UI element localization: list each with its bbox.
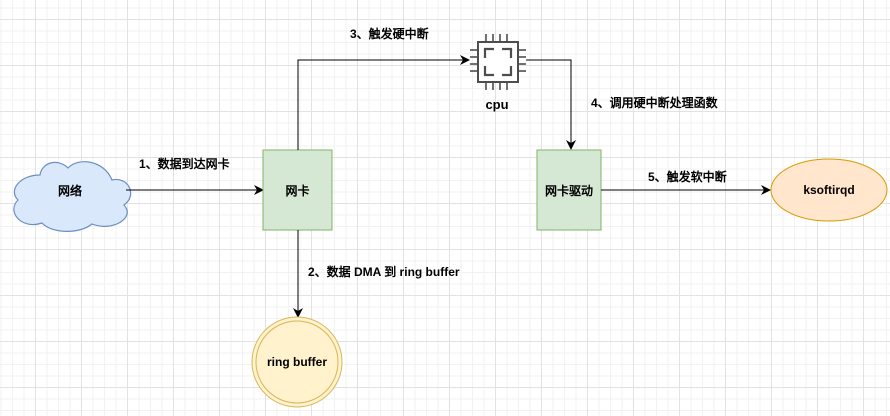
nic-label: 网卡 bbox=[285, 183, 310, 198]
edge-step5-label: 5、触发软中断 bbox=[648, 170, 727, 184]
edge-step2-label: 2、数据 DMA 到 ring buffer bbox=[308, 265, 460, 279]
network-cloud[interactable] bbox=[13, 161, 132, 232]
nic-box[interactable] bbox=[262, 149, 333, 231]
ksoftirqd-ellipse[interactable] bbox=[770, 158, 888, 222]
network-label: 网络 bbox=[57, 183, 82, 198]
ksoftirqd-label: ksoftirqd bbox=[803, 183, 855, 197]
edge-step4[interactable] bbox=[526, 59, 576, 150]
nic-driver-label: 网卡驱动 bbox=[544, 183, 593, 198]
edge-step3-label: 3、触发硬中断 bbox=[350, 27, 429, 41]
edge-step3[interactable] bbox=[297, 55, 470, 150]
cpu-label: cpu bbox=[485, 96, 509, 112]
edge-step4-label: 4、调用硬中断处理函数 bbox=[591, 96, 718, 110]
cpu-icon[interactable] bbox=[470, 34, 526, 90]
nic-driver-box[interactable] bbox=[536, 149, 602, 231]
edge-step1-label: 1、数据到达网卡 bbox=[139, 157, 230, 171]
ring-buffer-circle[interactable] bbox=[251, 316, 343, 408]
ring-buffer-label: ring buffer bbox=[267, 355, 327, 369]
